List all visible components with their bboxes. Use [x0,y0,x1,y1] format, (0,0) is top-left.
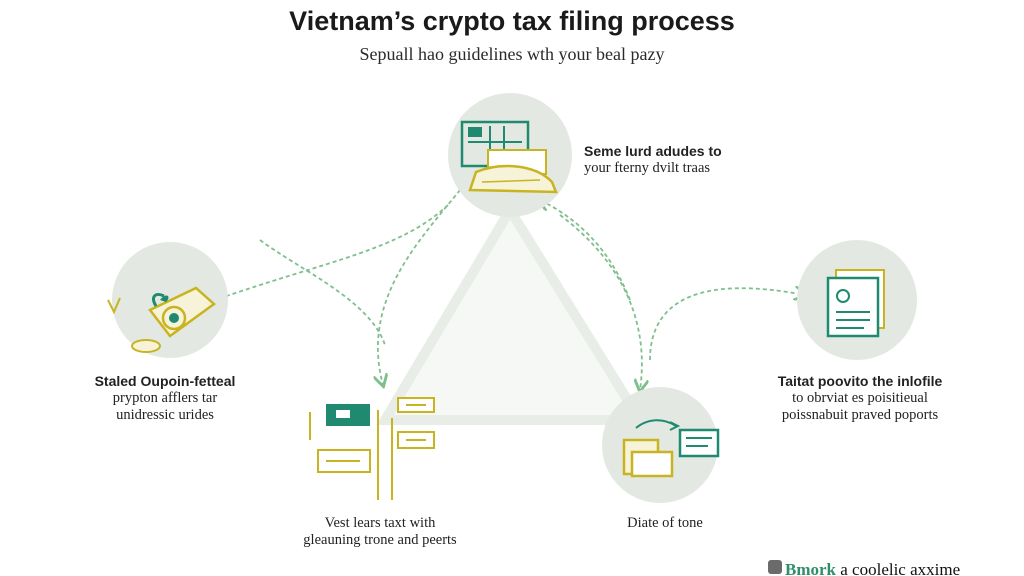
step-top-line2: your fterny dvilt traas [584,160,711,176]
arrow-bottomright-to-right [649,288,805,361]
step-bottom-right-label: Diate of tone [580,515,750,532]
brand-watermark: Bmork a coolelic axxime [768,560,1024,576]
step-right-line1: Taitat poovito the inlofile [777,373,943,389]
arrow-top-to-bottomleft [378,189,461,385]
page-subtitle: Sepuall hao guidelines wth your beal paz… [359,44,665,64]
arrow-bottomright-to-top [540,200,631,301]
background-triangle [376,200,649,425]
step-right-node [797,240,917,360]
brand-logo-icon [768,560,782,574]
step-right-line3: poissnabuit praved poports [781,407,939,423]
step-bottom-left-line2: gleauning trone and peerts [303,532,457,548]
step-bottom-right-node [602,387,720,503]
step-top-label: Seme lurd adudes to your fterny dvilt tr… [584,143,722,177]
step-right-label: Taitat poovito the inlofile to obrviat e… [760,373,960,424]
arrow-top-to-bottomright [559,214,642,390]
coin-and-plant-icon [107,286,216,353]
step-top-line1: Seme lurd adudes to [584,143,722,159]
step-top-node [448,93,572,217]
step-left-label: Staled Oupoin-fetteal prypton afflers ta… [70,373,260,424]
file-tray-icon [622,419,720,478]
step-bottom-left-label: Vest lears taxt with gleauning trone and… [280,515,480,549]
step-left-node [107,242,228,358]
brand-suffix: a coolelic axxime [840,560,961,576]
step-bottom-left-node [309,397,435,500]
document-and-pile-icon [460,120,558,194]
page-title: Vietnam’s crypto tax filing process [289,6,735,36]
step-right-line2: to obrviat es poisitieual [792,390,928,406]
step-bottom-right-line1: Diate of tone [627,515,703,531]
step-bottom-left-line1: Vest lears taxt with [324,515,436,531]
report-document-icon [826,269,885,338]
step-left-line2: prypton afflers tar [112,390,218,406]
brand-prefix: Bmork [785,560,836,576]
arrow-bottomleft-to-left [259,239,386,346]
step-left-line1: Staled Oupoin-fetteal [94,373,236,389]
step-left-line3: unidressic urides [116,407,214,423]
forms-and-cards-icon [309,397,435,500]
